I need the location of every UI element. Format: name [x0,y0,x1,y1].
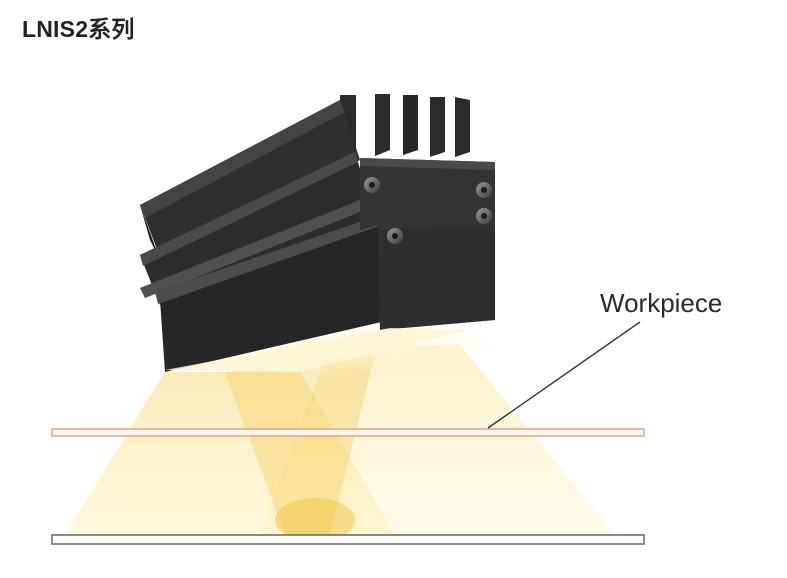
workpiece-label: Workpiece [600,288,722,318]
light-beam [65,345,615,542]
screw-icon [476,182,492,198]
screw-icon [364,177,380,193]
screw-icon [476,208,492,224]
base-plate [51,534,645,545]
workpiece-plate [51,428,645,437]
led-light-bar-icon [140,94,500,375]
screw-icon [387,228,403,244]
leader-line [487,321,641,429]
page-title: LNIS2系列 [22,16,135,42]
